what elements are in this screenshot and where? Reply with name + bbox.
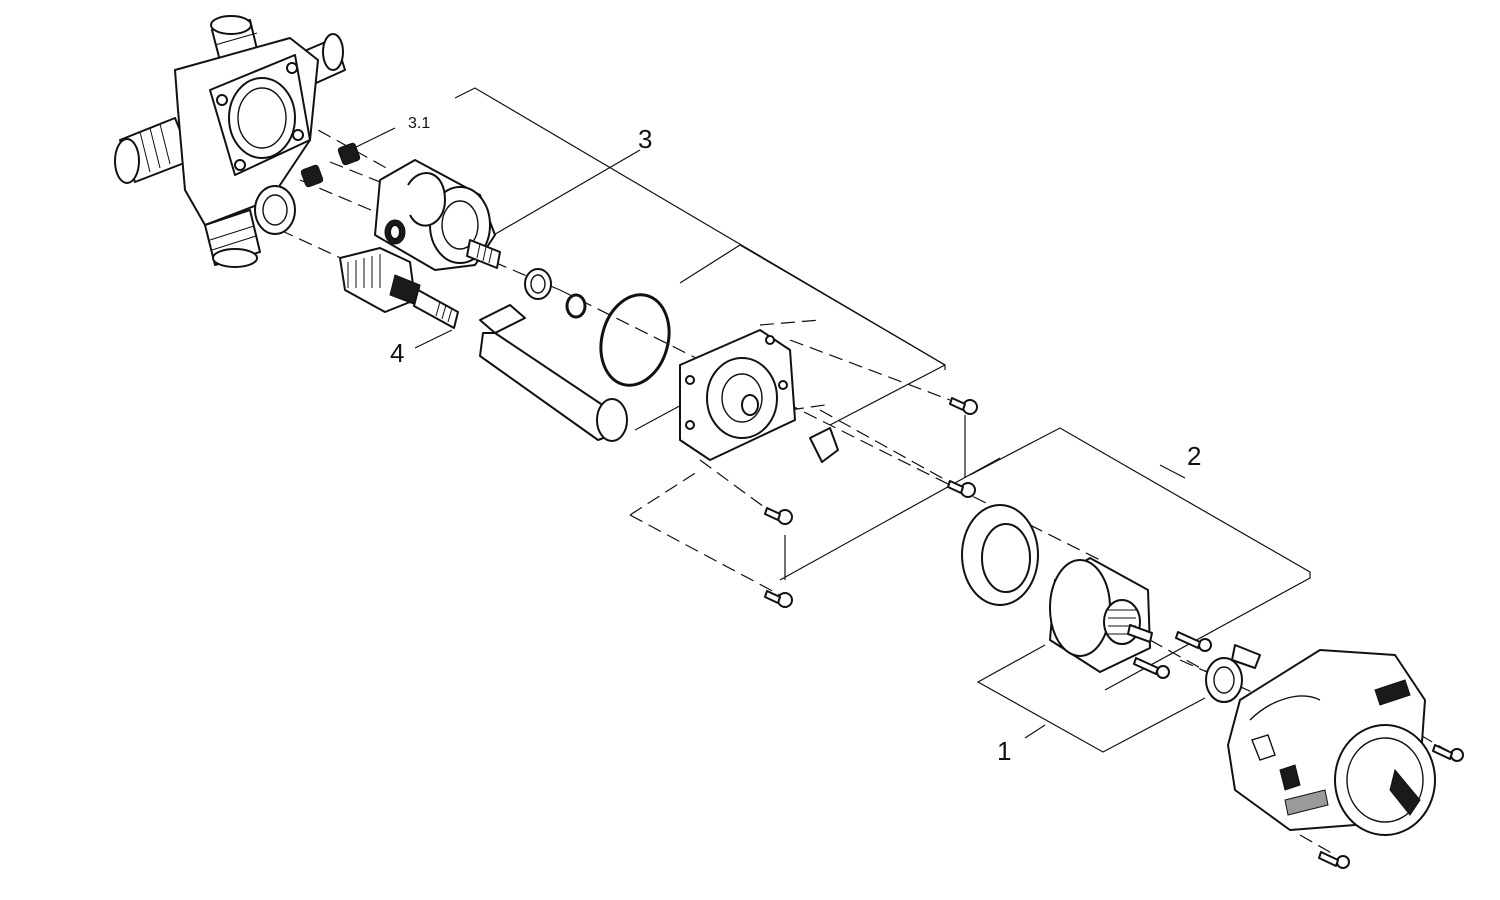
mounting-plate	[679, 329, 839, 463]
diverter-cartridge	[374, 159, 501, 271]
plaster-guard	[479, 304, 628, 442]
screw-mid-right	[947, 480, 976, 498]
screws	[764, 397, 1464, 869]
screw-handle-right	[1432, 744, 1464, 762]
screw-cartridge-b	[1133, 657, 1170, 679]
leader-lines	[349, 87, 1311, 753]
screw-handle-bottom	[1318, 851, 1350, 869]
screw-cartridge-a	[1175, 631, 1212, 652]
callout-1: 1	[997, 736, 1011, 766]
stop-cartridge	[339, 247, 459, 329]
valve-body	[114, 15, 346, 268]
screw-lower-left-b	[764, 590, 793, 608]
callout-4: 4	[390, 338, 404, 368]
screw-lower-left-a	[764, 507, 793, 525]
cartridge-group	[961, 504, 1261, 703]
callout-2: 2	[1187, 441, 1201, 471]
callout-3-1: 3.1	[408, 115, 430, 132]
callout-3: 3	[638, 124, 652, 154]
seal-parts	[524, 268, 671, 387]
screw-top-right	[949, 397, 978, 415]
callout-labels: 3 3.1 4 2 1	[390, 115, 1201, 766]
stop-inserts	[300, 142, 361, 188]
handle-trim	[1227, 649, 1436, 836]
